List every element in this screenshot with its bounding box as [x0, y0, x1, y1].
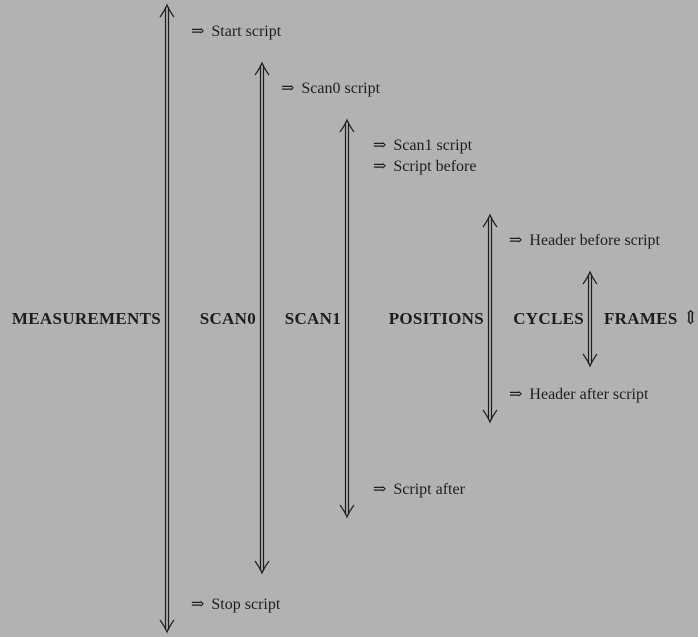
annotation-label: Scan1 script [393, 137, 473, 154]
annotation-label: Scan0 script [301, 80, 381, 97]
annotation-label: Script after [393, 481, 465, 498]
implies-icon: ⇒ [191, 596, 205, 613]
level-label-scan1: SCAN1 [284, 309, 341, 328]
implies-icon: ⇒ [509, 232, 523, 249]
implies-icon: ⇒ [191, 23, 205, 40]
level-label-cycles: CYCLES [513, 309, 584, 328]
annotation-start-script: ⇒ Start script [191, 21, 281, 43]
annotation-scan1-script: ⇒ Scan1 script [373, 135, 472, 157]
annotation-stop-script: ⇒ Stop script [191, 594, 280, 616]
measurements-loop-arrow [159, 3, 175, 634]
level-label-frames: FRAMES [604, 309, 678, 328]
annotation-label: Start script [211, 23, 282, 40]
implies-icon: ⇒ [373, 158, 387, 175]
level-label-scan0: SCAN0 [199, 309, 256, 328]
annotation-script-before: ⇒ Script before [373, 156, 476, 178]
annotation-header-after-script: ⇒ Header after script [509, 384, 648, 406]
annotation-script-after: ⇒ Script after [373, 479, 465, 501]
scan0-loop-arrow [254, 61, 270, 575]
updown-arrow-icon: ⇕ [682, 308, 698, 329]
cycles-loop-arrow [582, 270, 598, 368]
annotation-label: Stop script [211, 596, 281, 613]
implies-icon: ⇒ [373, 137, 387, 154]
implies-icon: ⇒ [373, 481, 387, 498]
level-label-positions: POSITIONS [388, 309, 484, 328]
implies-icon: ⇒ [281, 80, 295, 97]
implies-icon: ⇒ [509, 386, 523, 403]
annotation-label: Script before [393, 158, 477, 175]
scan1-loop-arrow [339, 118, 355, 519]
annotation-label: Header before script [529, 232, 660, 249]
level-frames: FRAMES⇕ [604, 308, 698, 330]
level-label-measurements: MEASUREMENTS [11, 309, 161, 328]
annotation-scan0-script: ⇒ Scan0 script [281, 78, 380, 100]
annotation-header-before-script: ⇒ Header before script [509, 230, 660, 252]
annotation-label: Header after script [529, 386, 649, 403]
positions-loop-arrow [482, 213, 498, 424]
